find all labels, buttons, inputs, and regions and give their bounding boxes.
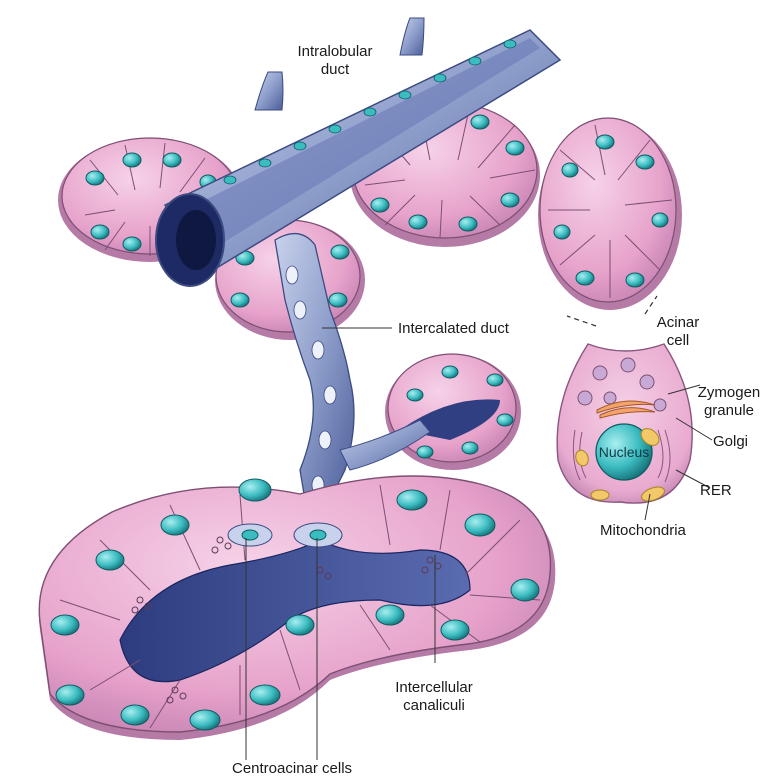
intercellular-canaliculi-label-line1: Intercellular <box>378 679 490 697</box>
intercellular-canaliculi-label: Intercellular canaliculi <box>378 679 490 715</box>
mitochondria-label: Mitochondria <box>600 522 686 540</box>
intralobular-duct-label-line2: duct <box>285 61 385 79</box>
zymogen-granule-label-line1: Zymogen <box>690 384 768 402</box>
centroacinar-cells-label: Centroacinar cells <box>232 760 352 778</box>
acinar-cell-label-line1: Acinar <box>648 314 708 332</box>
golgi-label: Golgi <box>713 433 748 451</box>
small-right-acinus <box>385 354 521 470</box>
acinar-cell-label-line2: cell <box>648 332 708 350</box>
nucleus-label: Nucleus <box>594 443 654 461</box>
zymogen-granule-label-line2: granule <box>690 402 768 420</box>
intercalated-duct-label: Intercalated duct <box>398 320 509 338</box>
intralobular-duct-label-line1: Intralobular <box>285 43 385 61</box>
intralobular-duct-label: Intralobular duct <box>285 43 385 79</box>
upper-right-acinus <box>538 118 682 310</box>
zymogen-granule-label: Zymogen granule <box>690 384 768 420</box>
intercellular-canaliculi-label-line2: canaliculi <box>378 697 490 715</box>
rer-label: RER <box>700 482 732 500</box>
acinar-cell-label: Acinar cell <box>648 314 708 350</box>
